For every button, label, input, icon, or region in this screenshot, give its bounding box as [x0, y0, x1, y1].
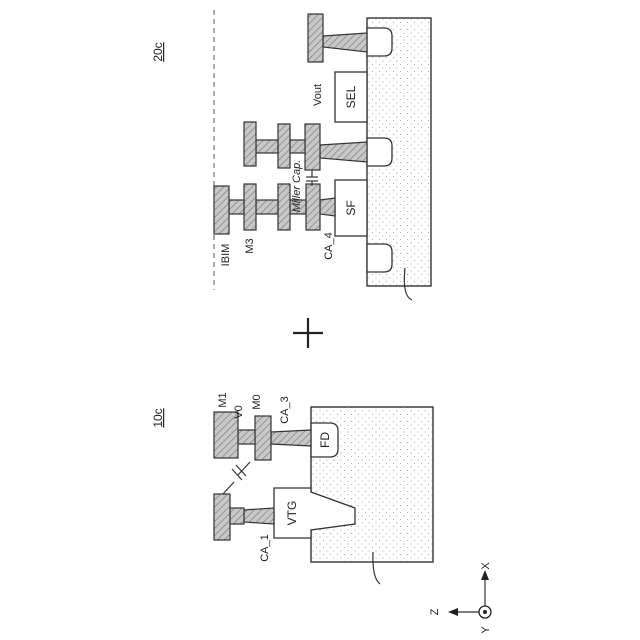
sf-stack-m2	[244, 184, 256, 230]
label-m3: M3	[244, 238, 256, 253]
label-vtg: VTG	[285, 501, 299, 526]
well-top	[367, 28, 392, 56]
vout-metal	[308, 14, 323, 62]
axis-z-label: Z	[429, 608, 441, 615]
plus-sign	[293, 318, 323, 348]
label-ca4: CA_4	[323, 232, 335, 260]
title-10c: 10c	[151, 408, 165, 427]
label-fd: FD	[318, 432, 332, 448]
ca1-contact	[244, 508, 274, 524]
left-cap-wire-b	[223, 482, 234, 494]
left-m0	[255, 416, 271, 460]
sf-stack-m0	[306, 184, 320, 230]
middle-contact	[320, 142, 367, 162]
label-miller-cap: Miller Cap.	[291, 160, 303, 213]
ca4-contact	[320, 198, 335, 216]
axis-indicator: X Z Y	[429, 562, 492, 634]
label-ibim: IBIM	[220, 244, 232, 267]
middle-contact-metal	[305, 124, 320, 170]
right-panel: 20c Vout SEL SF Miller Cap. CA_4 IBIM M3	[151, 10, 431, 300]
sf-stack-m1	[278, 184, 290, 230]
label-vout: Vout	[312, 84, 324, 106]
upper-stack-via-b	[256, 140, 278, 153]
title-20c: 20c	[151, 42, 165, 61]
upper-stack-via-a	[290, 140, 305, 153]
well-middle	[367, 138, 392, 166]
well-bottom	[367, 244, 392, 272]
sf-stack-v1	[256, 200, 278, 214]
label-sel: SEL	[344, 85, 358, 108]
label-m1: M1	[217, 392, 229, 407]
label-m0: M0	[251, 394, 263, 409]
left-via-ca1	[230, 508, 244, 524]
upper-stack-m-lower	[278, 124, 290, 168]
label-sf: SF	[344, 200, 358, 215]
label-ca3: CA_3	[279, 396, 291, 424]
sf-stack-v2	[229, 200, 244, 214]
vout-contact	[323, 33, 367, 52]
axis-y-label: Y	[480, 626, 492, 634]
left-panel: 10c M1 V0 M0 CA_3 FD VTG CA_1	[151, 392, 433, 584]
label-ca1: CA_1	[259, 534, 271, 562]
sf-stack-m3-ibim	[214, 186, 229, 234]
left-v0	[238, 430, 255, 444]
left-m1-b	[214, 494, 230, 540]
upper-stack-m-top	[244, 122, 256, 166]
ca3-contact	[271, 430, 311, 446]
label-v0: V0	[233, 405, 245, 418]
axis-x-label: X	[480, 562, 492, 570]
